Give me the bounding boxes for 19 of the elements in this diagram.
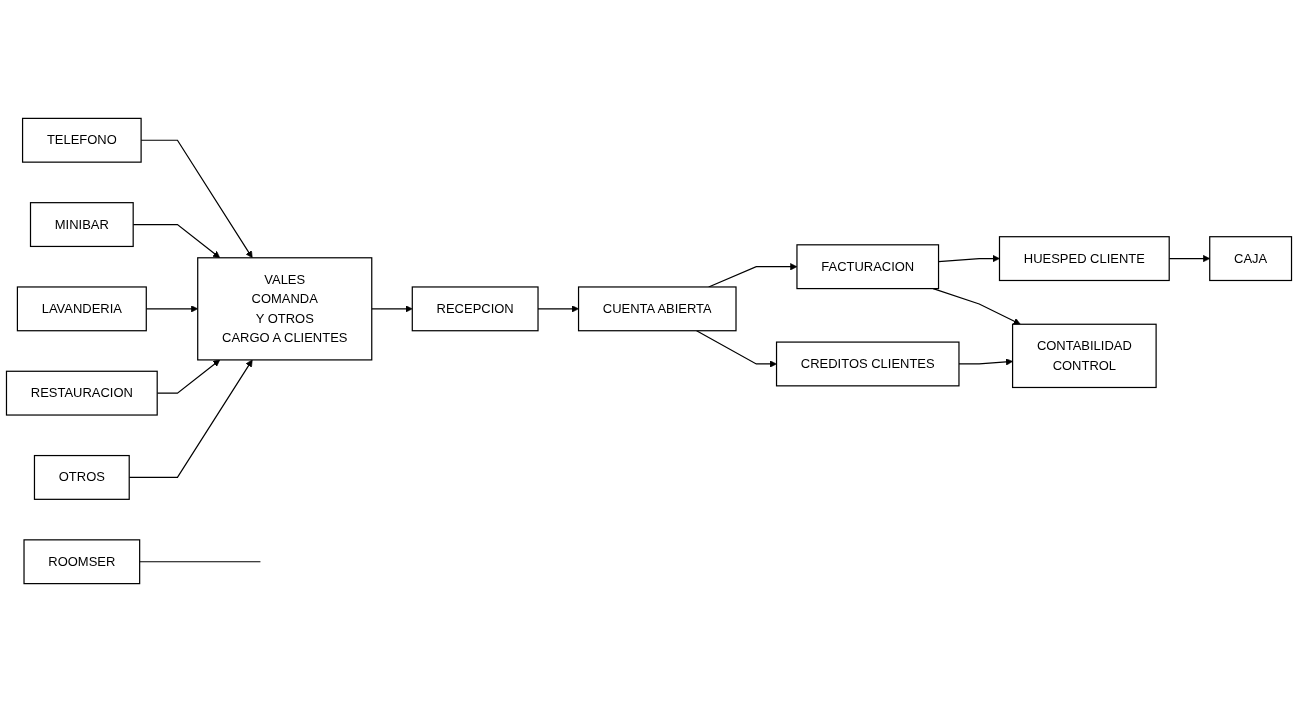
node-box: CONTABILIDAD CONTROL (1012, 323, 1157, 389)
connector (139, 561, 262, 563)
arrow (371, 305, 413, 313)
node-box: OTROS (33, 454, 130, 500)
node-box: VALES COMANDA Y OTROS CARGO A CLIENTES (197, 257, 373, 361)
node-box: HUESPED CLIENTE (998, 236, 1170, 282)
arrow (958, 358, 1013, 366)
arrow (695, 330, 777, 368)
node-box: RECEPCION (411, 286, 539, 332)
node-box: CREDITOS CLIENTES (775, 341, 960, 387)
node-box: FACTURACION (796, 244, 940, 290)
node-box: MINIBAR (29, 202, 134, 248)
node-box: LAVANDERIA (16, 286, 147, 332)
node-box: TELEFONO (21, 117, 142, 163)
node-box: ROOMSER (23, 539, 141, 585)
arrow (932, 287, 1021, 325)
node-box: RESTAURACION (5, 370, 158, 416)
node-box: CUENTA ABIERTA (577, 286, 737, 332)
node-box: CAJA (1209, 236, 1293, 282)
